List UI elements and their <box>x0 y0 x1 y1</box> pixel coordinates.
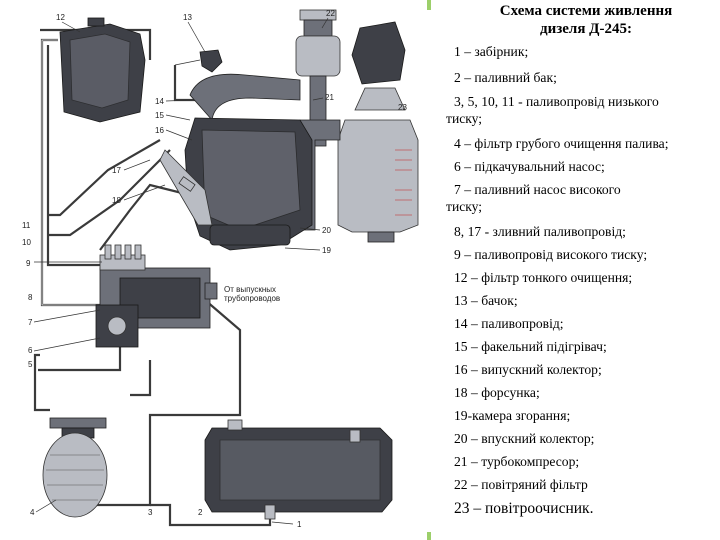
callout-1: 1 <box>297 520 302 529</box>
legend-item-5: 6 – підкачувальний насос; <box>454 159 605 174</box>
legend-item-17: 21 – турбокомпресор; <box>454 454 580 469</box>
callout-13: 13 <box>183 13 192 22</box>
tank-13 <box>174 49 223 73</box>
legend-item-10: 13 – бачок; <box>454 293 518 308</box>
legend-item-16: 20 – впускний колектор; <box>454 431 595 446</box>
air-cleaner-23 <box>337 21 419 243</box>
edge-mark-bottom <box>427 532 431 540</box>
callout-17: 17 <box>112 166 121 175</box>
callout-5: 5 <box>28 360 33 369</box>
legend-item-1: 1 – забірник; <box>454 44 529 59</box>
legend-item-13: 16 – випускний колектор; <box>454 362 602 377</box>
callout-2: 2 <box>198 508 203 517</box>
legend-item-9: 12 – фільтр тонкого очищення; <box>454 270 633 285</box>
callout-8: 8 <box>28 293 33 302</box>
legend-item-18: 22 – повітряний фільтр <box>454 477 588 492</box>
title-line-1: Схема системи живлення <box>499 3 673 19</box>
callout-3: 3 <box>148 508 153 517</box>
callout-23: 23 <box>398 103 407 112</box>
coarse-filter-4 <box>42 417 108 518</box>
edge-mark-top <box>427 0 431 10</box>
fuel-lines <box>33 28 272 527</box>
callout-15: 15 <box>155 111 164 120</box>
callout-19: 19 <box>322 246 331 255</box>
injection-pump-7 <box>95 244 218 348</box>
callout-21: 21 <box>325 93 334 102</box>
callout-numbers: 1 2 3 4 5 6 7 8 9 10 11 12 13 14 15 16 1… <box>22 9 407 529</box>
legend-item-4: 4 – фільтр грубого очищення палива; <box>454 136 669 151</box>
legend-item-2: 2 – паливний бак; <box>454 70 557 85</box>
callout-12: 12 <box>56 13 65 22</box>
callout-6: 6 <box>28 346 33 355</box>
legend-item-15: 19-камера згорання; <box>454 408 571 423</box>
legend-item-19: 23 – повітроочисник. <box>454 500 594 517</box>
callout-4: 4 <box>30 508 35 517</box>
title-line-2: дизеля Д-245: <box>539 21 632 37</box>
callout-14: 14 <box>155 97 164 106</box>
legend-item-14: 18 – форсунка; <box>454 385 540 400</box>
callout-22: 22 <box>326 9 335 18</box>
callout-7: 7 <box>28 318 33 327</box>
fine-filter-12 <box>59 17 146 123</box>
legend-panel: Схема системи живлення дизеля Д-245: 1 –… <box>446 0 714 540</box>
engine-block <box>159 117 313 251</box>
callout-20: 20 <box>322 226 331 235</box>
callout-16: 16 <box>155 126 164 135</box>
fuel-tank-2 <box>204 419 393 520</box>
outlet-label-line2: трубопроводов <box>224 294 280 303</box>
callout-18: 18 <box>112 196 121 205</box>
legend-item-8: 9 – паливопровід високого тиску; <box>454 247 648 262</box>
legend-item-12: 15 – факельний підігрівач; <box>454 339 607 354</box>
outlet-label-line1: От выпускных <box>224 285 276 294</box>
callout-10: 10 <box>22 238 31 247</box>
callout-11: 11 <box>22 221 31 230</box>
fuel-system-diagram: От выпускных трубопроводов 1 2 3 4 5 6 7 <box>22 9 419 529</box>
callout-9: 9 <box>26 259 31 268</box>
legend-item-7: 8, 17 - зливний паливопровід; <box>454 224 626 239</box>
legend-item-11: 14 – паливопровід; <box>454 316 564 331</box>
diagram-title: Схема системи живлення дизеля Д-245: <box>466 2 706 38</box>
